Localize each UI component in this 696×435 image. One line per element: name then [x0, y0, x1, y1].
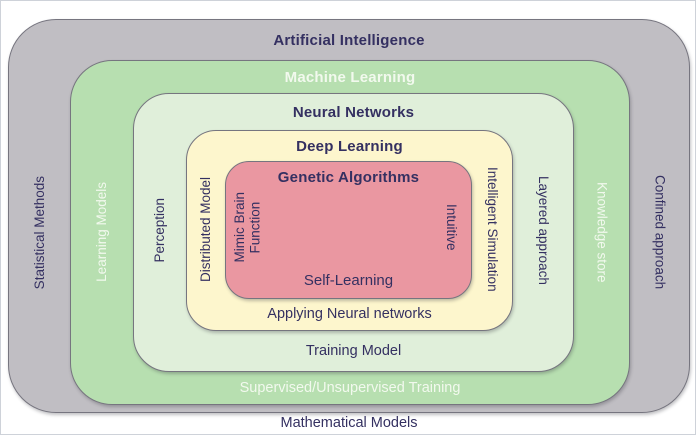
- label-perception: Perception: [152, 197, 168, 263]
- label-intuitive-band: Intuitive: [431, 192, 471, 263]
- label-genetic-algorithms: Genetic Algorithms: [277, 168, 420, 186]
- label-learning-models-band: Learning Models: [71, 93, 133, 372]
- innermost-empty-area: [270, 192, 431, 263]
- layer-deep-learning: Deep Learning Distributed Model Intellig…: [186, 130, 513, 331]
- label-layered-approach-band: Layered approach: [513, 130, 573, 331]
- label-layered-approach: Layered approach: [535, 175, 551, 285]
- label-artificial-intelligence: Artificial Intelligence: [273, 31, 425, 49]
- label-intelligent-simulation-band: Intelligent Simulation: [472, 161, 512, 299]
- label-supervised-unsupervised-training: Supervised/Unsupervised Training: [239, 379, 461, 396]
- label-applying-neural-networks: Applying Neural networks: [267, 306, 432, 323]
- label-intelligent-simulation: Intelligent Simulation: [484, 167, 500, 293]
- layer-artificial-intelligence: Artificial Intelligence Statistical Meth…: [8, 19, 690, 431]
- label-perception-band: Perception: [134, 130, 186, 331]
- label-confined-approach-band: Confined approach: [630, 60, 689, 405]
- label-statistical-methods-band: Statistical Methods: [9, 60, 70, 405]
- label-knowledge-store: Knowledge store: [594, 181, 610, 283]
- label-deep-learning: Deep Learning: [296, 137, 403, 155]
- label-training-model: Training Model: [305, 342, 402, 359]
- layer-machine-learning: Machine Learning Learning Models Knowled…: [70, 60, 630, 405]
- label-neural-networks: Neural Networks: [292, 103, 415, 121]
- layer-genetic-algorithms: Genetic Algorithms Mimic Brain Function …: [225, 161, 472, 299]
- label-distributed-model: Distributed Model: [198, 177, 214, 283]
- label-self-learning: Self-Learning: [303, 271, 394, 289]
- label-confined-approach: Confined approach: [652, 175, 668, 290]
- label-distributed-model-band: Distributed Model: [187, 161, 225, 299]
- label-mimic-brain-function: Mimic Brain Function: [232, 192, 263, 263]
- label-mathematical-models: Mathematical Models: [280, 415, 418, 432]
- label-knowledge-store-band: Knowledge store: [574, 93, 629, 372]
- label-machine-learning: Machine Learning: [284, 68, 416, 86]
- label-statistical-methods: Statistical Methods: [31, 175, 47, 289]
- label-mimic-brain-function-band: Mimic Brain Function: [226, 192, 270, 263]
- layer-neural-networks: Neural Networks Perception Layered appro…: [133, 93, 574, 372]
- label-intuitive: Intuitive: [443, 203, 459, 251]
- label-learning-models: Learning Models: [94, 182, 110, 283]
